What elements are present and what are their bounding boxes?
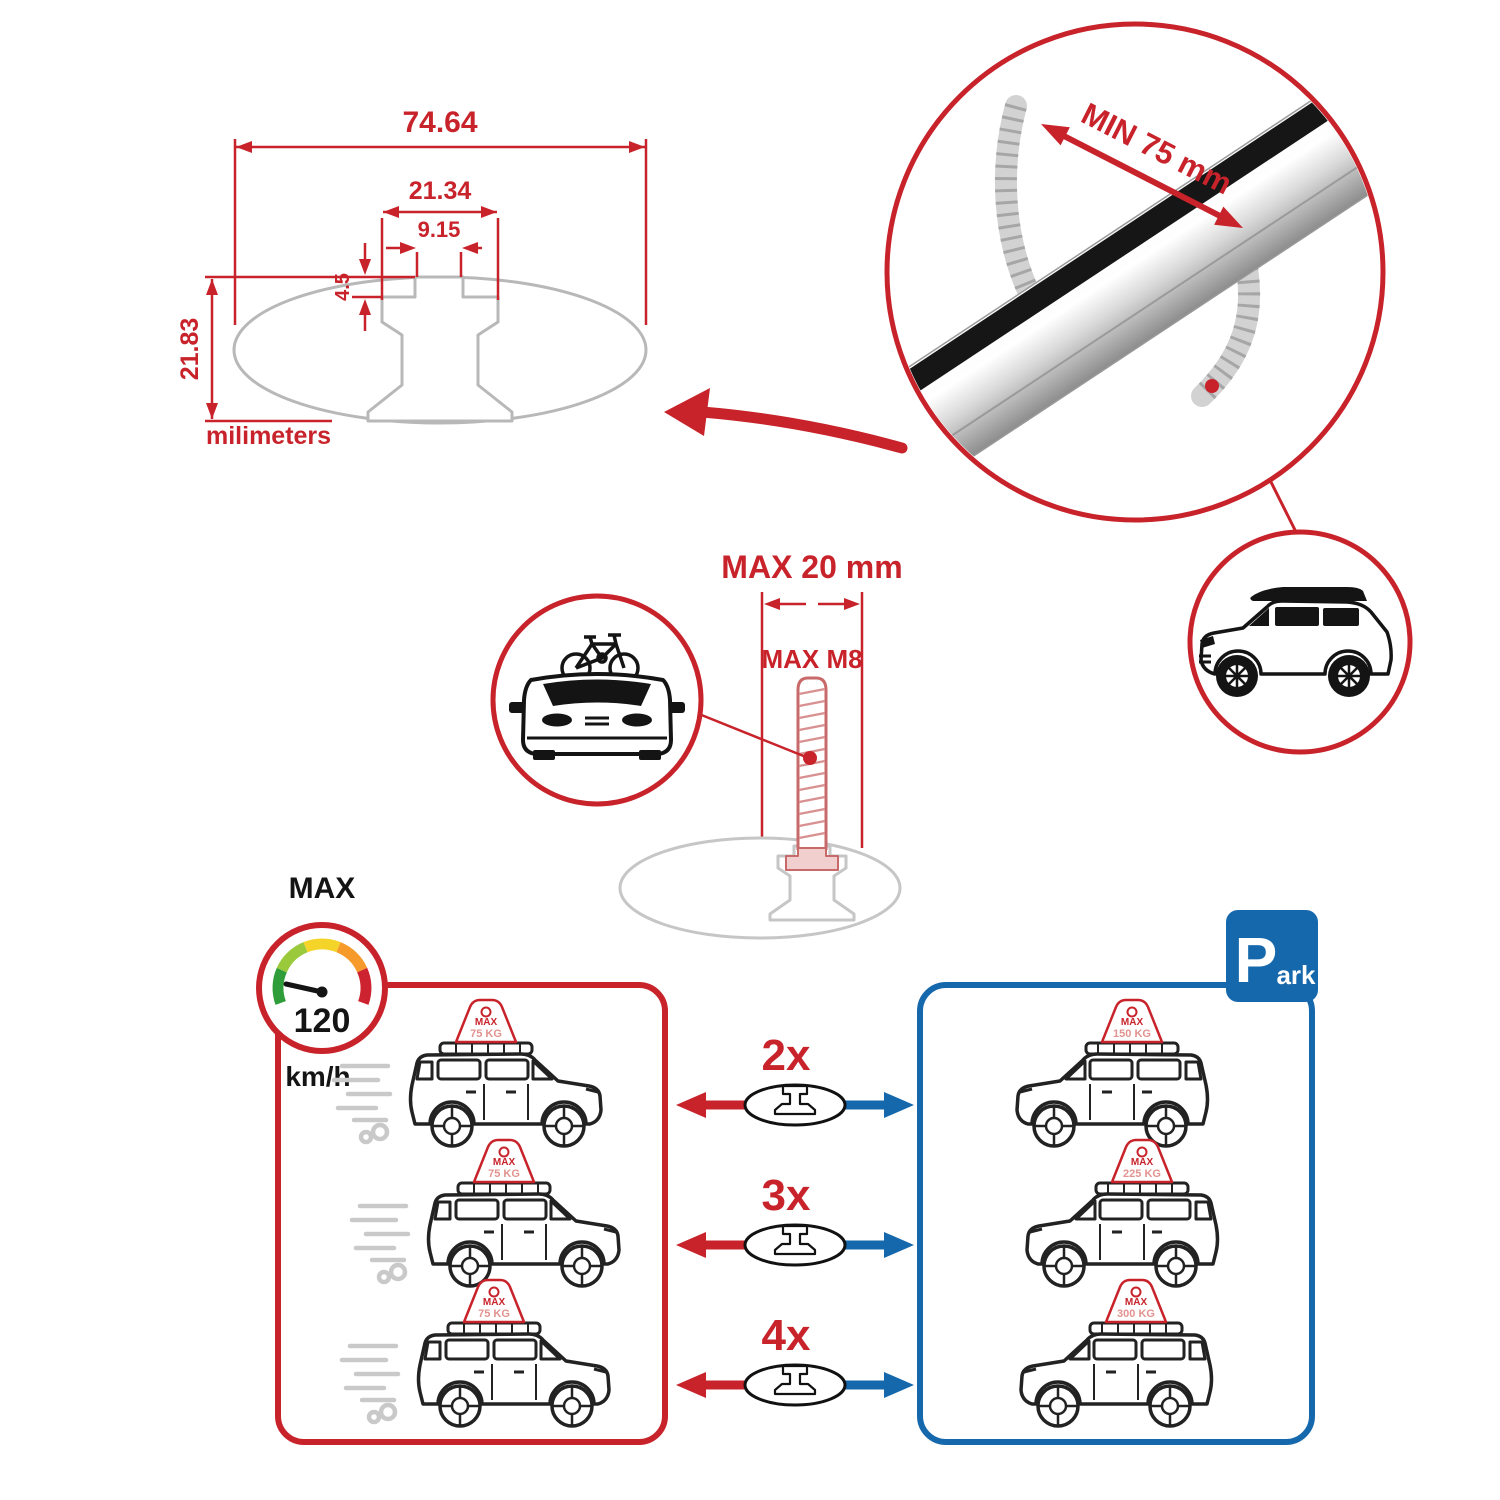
- arrowhead-icon: [676, 1092, 706, 1118]
- bolt-spec-section: MAX 20 mm MAX M8: [490, 549, 903, 940]
- bolt-dim-lines: [760, 592, 864, 848]
- connector-line: [1269, 481, 1299, 535]
- arrowhead-icon: [206, 403, 218, 419]
- arrowhead-icon: [676, 1232, 706, 1258]
- units-label: milimeters: [206, 422, 331, 450]
- crossbar-count-label: 3x: [762, 1171, 811, 1220]
- tag-max-label: MAX: [1121, 1017, 1144, 1028]
- bar-count-row-3: 4x: [676, 1311, 914, 1407]
- dim-slot-inner: 9.15: [418, 217, 461, 242]
- arrowhead-icon: [400, 242, 416, 254]
- arrowhead-icon: [676, 1372, 706, 1398]
- dim-slot-outer-lines: [380, 210, 500, 300]
- arrowhead-icon: [481, 206, 497, 218]
- arrowhead-icon: [884, 1232, 914, 1258]
- arrowhead-icon: [236, 141, 252, 153]
- tag-max-label: MAX: [483, 1297, 506, 1308]
- bar-count-row-1: 2x: [676, 1031, 914, 1127]
- driving-car-row-1: MAX 75 KG: [334, 998, 603, 1148]
- arrowhead-icon: [844, 598, 860, 610]
- bar-count-row-2: 3x: [676, 1171, 914, 1267]
- load-tag: MAX 150 KG: [1100, 998, 1164, 1044]
- max-foot-width-label: MAX 20 mm: [721, 549, 902, 585]
- load-tag: MAX 75 KG: [462, 1278, 526, 1324]
- tag-max-label: MAX: [493, 1157, 516, 1168]
- dim-height-lines: [205, 275, 415, 423]
- park-sign-board: [1226, 910, 1318, 1002]
- park-sign-letter: P: [1235, 924, 1278, 996]
- max-thread-label: MAX M8: [761, 644, 862, 674]
- crossbar-ellipse-icon: [743, 1363, 847, 1407]
- dim-slot-outer: 21.34: [409, 177, 472, 205]
- tag-load-value: 300 KG: [1117, 1308, 1155, 1320]
- load-tag: MAX 300 KG: [1104, 1278, 1168, 1324]
- tag-load-value: 150 KG: [1113, 1028, 1151, 1040]
- callout-line: [698, 712, 807, 759]
- arrowhead-icon: [764, 598, 780, 610]
- load-tag: MAX 225 KG: [1110, 1138, 1174, 1184]
- pointer-arrow-icon: [664, 388, 908, 454]
- load-tag: MAX 75 KG: [472, 1138, 536, 1184]
- tag-load-value: 75 KG: [470, 1028, 502, 1040]
- gauge-max-label: MAX: [289, 872, 356, 905]
- crossbar-ellipse-icon: [743, 1223, 847, 1267]
- parked-car-row-3: MAX 300 KG: [1019, 1278, 1214, 1428]
- cross-section-diagram: 74.64 21.34 9.15 4.5 21.83 milimeters: [176, 106, 648, 450]
- crossbar-count-label: 4x: [762, 1311, 811, 1360]
- fitting-strap-left: [994, 95, 1041, 306]
- bar-detail-section: MIN 75 mm: [664, 21, 1386, 523]
- dim-height: 21.83: [176, 318, 204, 381]
- gauge-pivot: [316, 986, 328, 998]
- bolt-marker-dot: [803, 751, 817, 765]
- suv-roofbox-icon: [1199, 587, 1393, 697]
- arrowhead-icon: [462, 242, 478, 254]
- dim-total-width: 74.64: [402, 106, 477, 139]
- parked-car-row-2: MAX 225 KG: [1025, 1138, 1220, 1288]
- dim-slot-depth: 4.5: [332, 273, 354, 301]
- bar-ellipse-small: [618, 836, 902, 940]
- tag-load-value: 75 KG: [488, 1168, 520, 1180]
- arrowhead-icon: [629, 141, 645, 153]
- driving-car-row-2: MAX 75 KG: [352, 1138, 621, 1288]
- gauge-value: 120: [294, 1002, 351, 1040]
- min-span-arrow: [1036, 114, 1248, 238]
- tag-max-label: MAX: [1125, 1297, 1148, 1308]
- arrowhead-icon: [884, 1092, 914, 1118]
- speed-gauge: MAX 120 km/h: [256, 872, 388, 1092]
- suv-roofbox-section: [1187, 481, 1413, 755]
- arrowhead-icon: [206, 279, 218, 295]
- gauge-arc: [272, 938, 372, 1005]
- arrowhead-icon: [383, 206, 399, 218]
- arrowhead-icon: [884, 1372, 914, 1398]
- park-sign: P ark: [1226, 910, 1318, 1002]
- strap-marker-dot: [1205, 379, 1219, 393]
- tag-max-label: MAX: [1131, 1157, 1154, 1168]
- parked-car-row-1: MAX 150 KG: [1015, 998, 1210, 1148]
- gauge-needle: [283, 981, 325, 995]
- dim-slot-depth-lines: [352, 243, 382, 331]
- car-front-icon: [509, 672, 685, 760]
- park-sign-rest: ark: [1276, 960, 1316, 990]
- driving-car-row-3: MAX 75 KG: [342, 1278, 611, 1428]
- arrowhead-icon: [359, 259, 371, 275]
- tag-load-value: 225 KG: [1123, 1168, 1161, 1180]
- load-tag: MAX 75 KG: [454, 998, 518, 1044]
- tag-load-value: 75 KG: [478, 1308, 510, 1320]
- t-slot-profile: [366, 275, 514, 423]
- crossbar-ellipse-icon: [743, 1083, 847, 1127]
- crossbar-count-label: 2x: [762, 1031, 811, 1080]
- tag-max-label: MAX: [475, 1017, 498, 1028]
- dim-total-width-lines: [233, 139, 648, 325]
